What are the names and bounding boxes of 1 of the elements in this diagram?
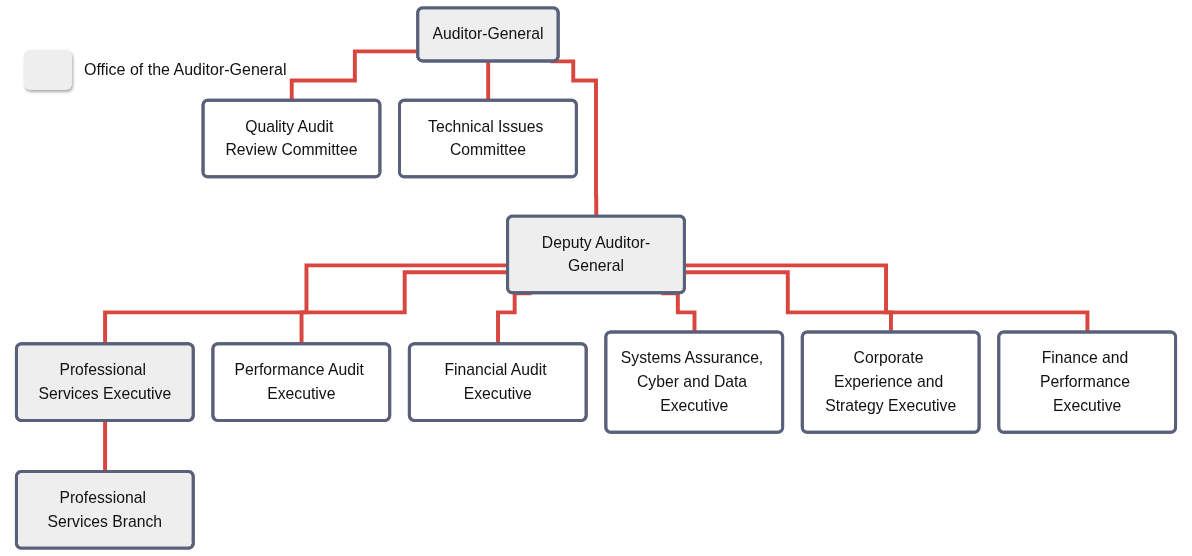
legend-text: Office of the Auditor-General: [84, 61, 287, 79]
